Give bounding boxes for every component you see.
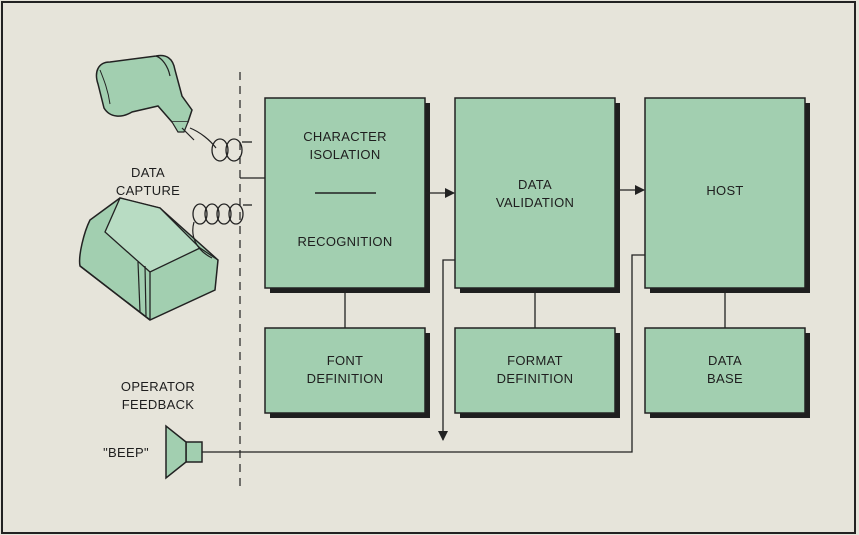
data-capture-line-1: DATA — [108, 164, 188, 182]
slot-reader-icon — [80, 198, 252, 320]
data-validation-line-2: VALIDATION — [455, 194, 615, 212]
database-line-2: BASE — [645, 370, 805, 388]
database-line-1: DATA — [645, 352, 805, 370]
format-definition-line-2: DEFINITION — [455, 370, 615, 388]
wand-scanner-icon — [97, 56, 253, 161]
character-isolation-text: CHARACTER ISOLATION — [265, 128, 425, 164]
host-text: HOST — [645, 182, 805, 200]
character-isolation-line-1: CHARACTER — [265, 128, 425, 146]
font-definition-text: FONT DEFINITION — [265, 352, 425, 388]
data-capture-line-2: CAPTURE — [108, 182, 188, 200]
data-validation-text: DATA VALIDATION — [455, 176, 615, 212]
beep-label: "BEEP" — [96, 444, 156, 462]
recognition-text: RECOGNITION — [265, 233, 425, 251]
database-text: DATA BASE — [645, 352, 805, 388]
format-definition-line-1: FORMAT — [455, 352, 615, 370]
font-definition-line-1: FONT — [265, 352, 425, 370]
format-definition-text: FORMAT DEFINITION — [455, 352, 615, 388]
speaker-icon — [166, 426, 202, 478]
operator-feedback-line-1: OPERATOR — [108, 378, 208, 396]
data-validation-line-1: DATA — [455, 176, 615, 194]
font-definition-line-2: DEFINITION — [265, 370, 425, 388]
operator-feedback-line-2: FEEDBACK — [108, 396, 208, 414]
feedback-path-validation — [443, 260, 455, 440]
operator-feedback-label: OPERATOR FEEDBACK — [108, 378, 208, 414]
data-capture-label: DATA CAPTURE — [108, 164, 188, 200]
character-isolation-line-2: ISOLATION — [265, 146, 425, 164]
